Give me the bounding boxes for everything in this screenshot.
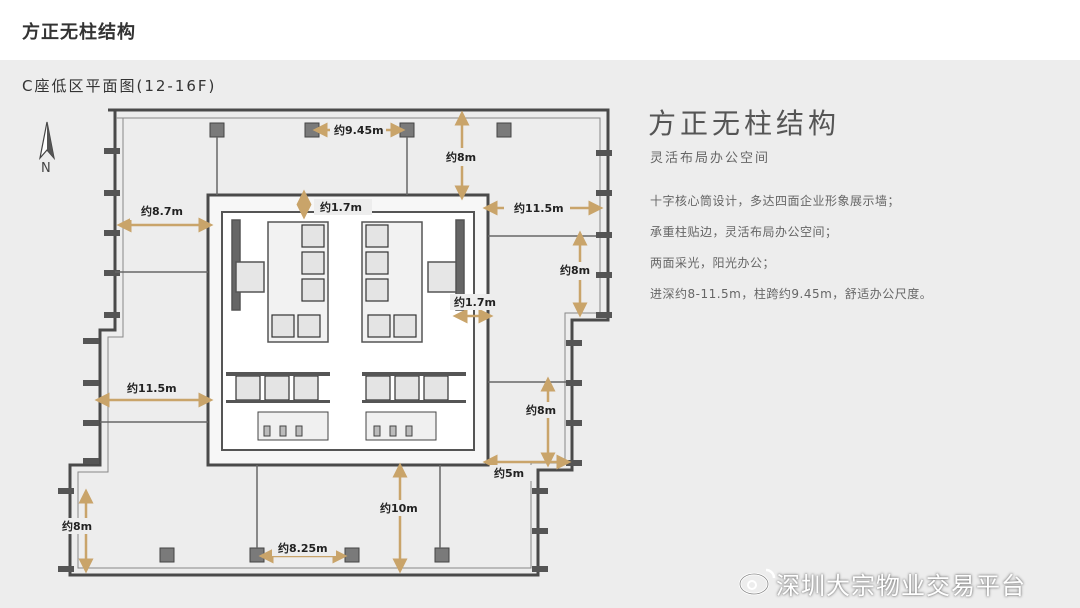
- north-arrow: N: [38, 121, 56, 176]
- dim-bottom-depth: 约10m: [380, 501, 418, 515]
- info-line-3: 两面采光，阳光办公；: [650, 256, 776, 270]
- info-description: 十字核心筒设计，多达四面企业形象展示墙； 承重柱贴边，灵活布局办公空间； 两面采…: [650, 193, 932, 317]
- dim-core-top: 约1.7m: [320, 200, 362, 214]
- info-line-2: 承重柱贴边，灵活布局办公空间；: [650, 225, 838, 239]
- dim-span-top: 约9.45m: [334, 123, 384, 137]
- dim-left-lower: 约11.5m: [127, 381, 177, 395]
- dim-bottom-span: 约8.25m: [278, 541, 328, 555]
- page-title: 方正无柱结构: [22, 22, 136, 43]
- floor-plan: N 约9.45m 约8m 约8.7m 约1.7m 约11.5m 约8m: [38, 108, 612, 577]
- plan-subtitle: C座低区平面图(12-16F): [22, 77, 217, 95]
- dim-right-vertical-upper: 约8m: [560, 263, 590, 277]
- weibo-icon: [738, 568, 776, 596]
- info-line-1: 十字核心筒设计，多达四面企业形象展示墙；: [650, 194, 901, 208]
- dim-left-bottom-vertical: 约8m: [62, 519, 92, 533]
- dim-left-upper: 约8.7m: [141, 204, 183, 218]
- header-bar: 方正无柱结构: [0, 0, 1080, 60]
- dim-core-right: 约1.7m: [454, 295, 496, 309]
- info-title: 方正无柱结构: [648, 107, 841, 140]
- north-label: N: [41, 161, 51, 176]
- info-line-4: 进深约8-11.5m，柱跨约9.45m，舒适办公尺度。: [650, 287, 933, 301]
- outer-wall: [68, 108, 610, 577]
- dim-right-small: 约5m: [494, 466, 524, 480]
- info-subtitle: 灵活布局办公空间: [650, 151, 771, 166]
- dim-right-upper: 约11.5m: [514, 201, 564, 215]
- watermark-text: 深圳大宗物业交易平台: [776, 572, 1026, 600]
- dim-right-vertical-lower: 约8m: [526, 403, 556, 417]
- dim-depth-top: 约8m: [446, 150, 476, 164]
